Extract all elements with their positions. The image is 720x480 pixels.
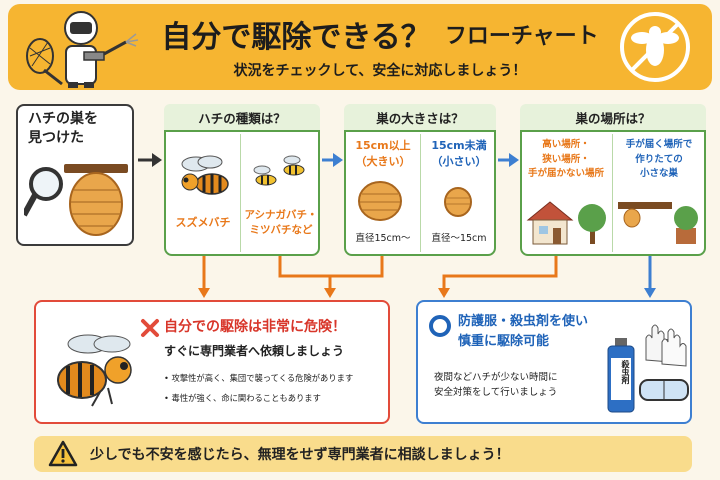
safe-outcome-box [416,300,692,424]
spray-icon [607,338,635,413]
danger-title: 自分での駆除は非常に危険！ [164,319,346,335]
size-option-small: 15cm未満 （小さい） [431,139,487,168]
outcome-connectors [198,256,656,298]
hornet-large-icon [57,334,132,407]
type-step-heading: ハチの種類は？ [164,104,320,132]
place-divider [612,134,613,252]
exterminator-icon [26,11,139,88]
place-option-reachable: 手が届く場所で 作りたての 小さな巣 [625,139,693,180]
danger-bullet-1: • 攻撃性が高く、集団で襲ってくる危険があります [164,373,354,383]
safe-title: 防護服・殺虫剤を使い 慎重に駆除可能 [458,314,589,349]
gloves-icon [645,324,687,367]
tree-icon [578,204,606,244]
spray-label: 殺虫剤 [621,360,630,384]
type-option-paper-wasp: アシナガバチ・ ミツバチなど [244,209,318,236]
large-nest-icon [358,181,402,221]
hornet-icon [181,155,229,195]
type-divider [240,134,241,252]
header-banner [8,4,712,90]
size-step-heading: 巣の大きさは？ [344,104,496,132]
safe-description: 夜間などハチが少ない時間に 安全対策をして行いましょう [434,372,558,399]
magnifier-icon [24,164,128,236]
page-subtitle: 状況をチェックして、安全に対応しましょう！ [233,63,527,79]
arrow-start-to-type [138,153,162,167]
nest-icon [69,172,123,236]
goggles-icon [639,379,689,401]
size-option-large: 15cm以上 （大きい） [355,139,411,168]
arrow-size-to-place [498,153,519,167]
arrow-type-to-size [322,153,343,167]
danger-bullet-2: • 毒性が強く、命に関わることもあります [164,393,321,403]
house-icon [526,201,606,245]
size-note-small: 直径〜15cm [431,233,487,244]
title-main: 自分で駆除できる？ [161,20,431,55]
danger-bullet-1-text: 攻撃性が高く、集団で襲ってくる危険があります [171,373,354,383]
warning-icon [48,440,78,467]
place-step-heading: 巣の場所は？ [520,104,706,132]
small-nest-icon [444,187,472,217]
danger-subtitle: すぐに専門業者へ依頼しましょう [164,344,345,358]
type-option-hornet: スズメバチ [175,216,231,229]
no-bee-icon [620,12,690,82]
paper-wasp-icon [253,155,305,186]
page-title: 自分で駆除できる？ フローチャート [150,12,610,56]
footer-message: 少しでも不安を感じたら、無理をせず専門業者に相談しましょう！ [90,447,510,463]
size-note-large: 直径15cm〜 [355,233,411,244]
place-option-high: 高い場所・ 狭い場所・ 手が届かない場所 [527,139,604,180]
size-divider [420,134,421,252]
reachable-nest-icon [618,202,698,244]
title-sub: フローチャート [444,24,599,49]
start-label: ハチの巣を 見つけた [28,111,98,146]
cross-icon [141,319,159,337]
danger-outcome-box [34,300,390,424]
footer-banner [34,436,692,472]
protective-gear-icon [639,324,689,401]
circle-icon [429,315,451,337]
danger-bullet-2-text: 毒性が強く、命に関わることもあります [171,393,321,403]
